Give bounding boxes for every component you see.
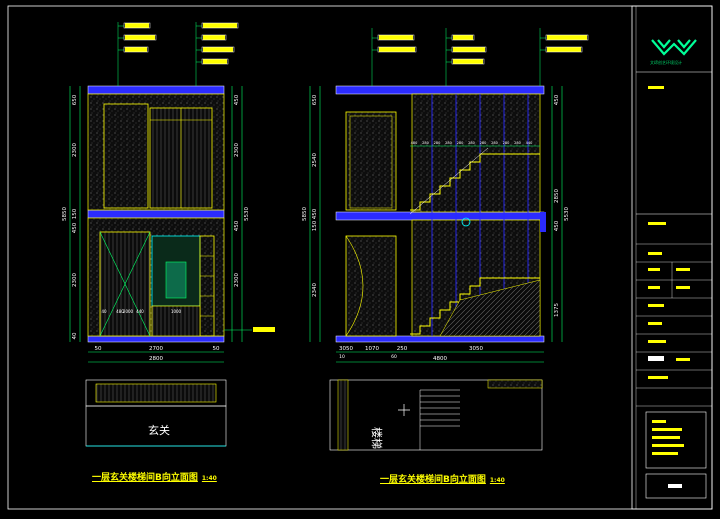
title-block [636, 39, 712, 499]
left-inner-dim-3: 480 [116, 309, 124, 314]
ground-slab [87, 335, 225, 343]
upper-door-opening [345, 111, 397, 211]
stair-dim-6: 280 [480, 141, 487, 145]
right-total-height-right: 5530 [564, 207, 570, 221]
right-dim-left-0: 650 [312, 94, 318, 105]
right-dim-right-1: 2850 [554, 189, 560, 203]
stair-dim-0: 480 [411, 141, 418, 145]
stair-dim-2: 280 [434, 141, 441, 145]
left-dim-outer-5: 40 [72, 332, 78, 339]
right-subwidth-1: 60 [391, 354, 397, 360]
stair-dim-5: 280 [468, 141, 475, 145]
stair-dim-10: 440 [526, 141, 533, 145]
roof-slab [87, 85, 225, 95]
right-dim-right-3: 1375 [554, 303, 560, 317]
left-dim-right-0: 450 [234, 94, 240, 105]
right-subwidth-0: 10 [339, 354, 345, 360]
right-total-width: 4800 [433, 356, 447, 362]
left-dim-outer-4: 2300 [72, 273, 78, 287]
company-name: 文缔创艺环境设计 [650, 60, 682, 65]
upper-panel-left [103, 103, 149, 209]
left-dim-outer-2: 150 [72, 208, 78, 219]
right-dim-left-4: 2340 [312, 283, 318, 297]
left-dim-right-2: 450 [234, 220, 240, 231]
right-width-1: 1070 [365, 346, 379, 352]
right-title-scale: 1:40 [489, 477, 505, 484]
left-dim-right-1: 2300 [234, 143, 240, 157]
left-dim-outer-1: 2300 [72, 143, 78, 157]
roof-slab-right [335, 85, 545, 95]
upper-stair-flight [410, 153, 540, 211]
floor-slab-right [335, 211, 545, 221]
stair-dim-1: 280 [422, 141, 429, 145]
left-width-c: 50 [213, 346, 220, 352]
right-elevation [309, 28, 589, 451]
right-total-height-left: 5850 [302, 207, 308, 221]
right-title-text: 一层玄关楼梯间B向立面图 [380, 475, 486, 485]
left-width-b: 2700 [149, 346, 163, 352]
stair-dim-9: 280 [514, 141, 521, 145]
left-inner-dim-1: 2000 [123, 309, 134, 314]
right-dim-left-3: 150 [312, 220, 318, 231]
company-logo-icon [651, 39, 697, 56]
shelf-column [199, 235, 215, 337]
stair-dim-8: 280 [503, 141, 510, 145]
stair-dim-3: 280 [445, 141, 452, 145]
left-room-label: 玄关 [148, 424, 170, 437]
ground-slab-right [335, 335, 545, 343]
left-total-height-right: 5530 [244, 207, 250, 221]
floor-slab [87, 209, 225, 219]
right-dim-right-2: 450 [554, 220, 560, 231]
left-dim-outer-0: 650 [72, 94, 78, 105]
left-dim-right-3: 2300 [234, 273, 240, 287]
stair-dim-4: 280 [457, 141, 464, 145]
right-dim-left-2: 450 [312, 208, 318, 219]
wall-lamp-icon [461, 217, 471, 227]
left-title-scale: 1:40 [201, 475, 217, 482]
left-width-a: 50 [95, 346, 102, 352]
right-dim-left-1: 2540 [312, 153, 318, 167]
lower-stair-flight [410, 277, 540, 335]
left-title-text: 一层玄关楼梯间B向立面图 [92, 473, 198, 483]
title-block-frame [631, 5, 713, 510]
right-plan [329, 379, 543, 451]
right-room-label: 楼梯 [370, 427, 383, 449]
right-width-0: 3050 [339, 346, 353, 352]
left-total-width: 2800 [149, 356, 163, 362]
left-inner-dim-4: 440 [136, 309, 144, 314]
left-dim-outer-3: 450 [72, 222, 78, 233]
lower-door-opening [345, 235, 397, 337]
stair-wall-upper [411, 93, 541, 213]
left-elevation [69, 22, 275, 447]
right-width-2: 250 [397, 346, 408, 352]
left-total-height: 5850 [62, 207, 68, 221]
right-width-3: 3050 [469, 346, 483, 352]
stair-dim-7: 280 [491, 141, 498, 145]
left-inner-dim-2: 1000 [171, 309, 182, 314]
right-dim-right-0: 450 [554, 94, 560, 105]
left-inner-dim-0: 40 [101, 309, 107, 314]
